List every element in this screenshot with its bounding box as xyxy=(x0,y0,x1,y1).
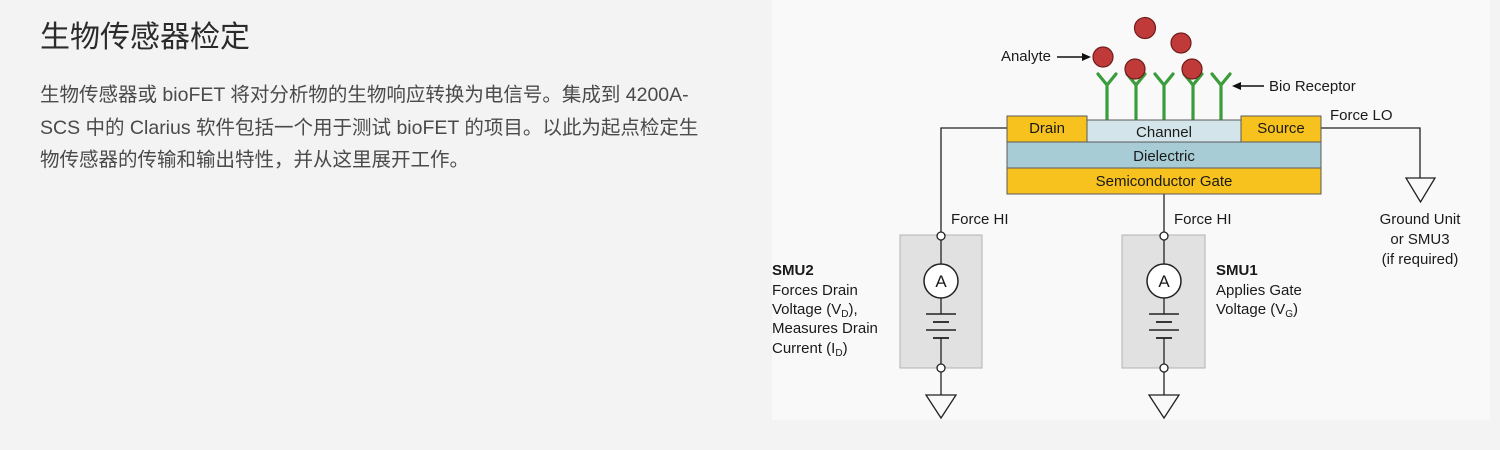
smu2-voltage-subscript: D xyxy=(841,309,848,320)
smu2-circuit xyxy=(924,240,958,420)
drain-region xyxy=(1006,115,1088,143)
bio-receptor-arrow-head xyxy=(1232,82,1241,90)
smu1-unit: A xyxy=(1121,231,1206,420)
gate-force-hi-label: Force HI xyxy=(1174,211,1232,228)
smu2-description: Voltage (VD), xyxy=(772,301,858,320)
smu2-description: Forces Drain xyxy=(772,282,858,299)
source-label: Source xyxy=(1257,120,1305,137)
smu2-name: SMU2 xyxy=(772,262,814,279)
drain-force-hi-label: Force HI xyxy=(951,211,1009,228)
smu2-low-terminal xyxy=(936,363,946,373)
smu2-current-tail: ) xyxy=(843,340,848,357)
dielectric-label: Dielectric xyxy=(1133,148,1195,165)
analyte-arrow xyxy=(1057,53,1091,61)
smu1-name: SMU1 xyxy=(1216,262,1258,279)
smu2-ground-symbol xyxy=(924,394,958,420)
smu2-current-subscript: D xyxy=(835,348,842,359)
description-line: SCS 中的 Clarius 软件包括一个用于测试 bioFET 的项目。以此为… xyxy=(40,116,699,139)
channel-label: Channel xyxy=(1136,124,1192,141)
smu2-current-text: Current (I xyxy=(772,340,835,357)
bio-receptor xyxy=(1153,72,1175,122)
smu1-voltage-text: Voltage (V xyxy=(1216,301,1285,318)
ground-unit-label: or SMU3 xyxy=(1390,231,1449,248)
drain-wire xyxy=(940,127,1007,232)
section-title: 生物传感器检定 xyxy=(40,21,250,54)
smu2-force-terminal xyxy=(936,231,946,241)
smu1-description: Applies Gate xyxy=(1216,282,1302,299)
bio-receptor-label: Bio Receptor xyxy=(1269,78,1356,95)
smu1-ammeter-label: A xyxy=(1158,272,1170,291)
smu2-voltage-text: Voltage (V xyxy=(772,301,841,318)
smu1-ground-symbol xyxy=(1147,394,1181,420)
ground-symbol xyxy=(1404,177,1437,204)
bio-receptor xyxy=(1210,72,1232,122)
smu1-force-terminal xyxy=(1159,231,1169,241)
dielectric-layer xyxy=(1006,141,1322,169)
section-description: 生物传感器或 bioFET 将对分析物的生物响应转换为电信号。集成到 4200A… xyxy=(40,79,698,177)
smu2-voltage-tail: ), xyxy=(848,301,857,318)
smu2-ammeter-symbol xyxy=(923,263,959,299)
ground-unit-label: Ground Unit xyxy=(1380,211,1462,228)
smu1-voltage-tail: ) xyxy=(1293,301,1298,318)
force-lo-label: Force LO xyxy=(1330,107,1393,124)
smu1-voltage-subscript: G xyxy=(1285,309,1293,320)
analyte-molecule xyxy=(1092,46,1114,68)
analyte-molecule xyxy=(1170,32,1192,54)
smu1-low-terminal xyxy=(1159,363,1169,373)
analyte-molecule xyxy=(1124,58,1146,80)
description-line: 物传感器的传输和输出特性，并从这里展开工作。 xyxy=(40,149,470,171)
source-wire xyxy=(1321,127,1421,178)
semiconductor-gate-layer xyxy=(1006,167,1322,195)
ground-unit-label: (if required) xyxy=(1382,251,1459,268)
wiring xyxy=(940,127,1421,232)
smu2-ammeter-label: A xyxy=(935,272,947,291)
smu2-description: Current (ID) xyxy=(772,340,848,359)
smu1-description: Voltage (VG) xyxy=(1216,301,1298,320)
analyte-molecules xyxy=(1092,16,1203,80)
semiconductor-gate-label: Semiconductor Gate xyxy=(1096,173,1233,190)
smu1-ammeter-symbol xyxy=(1146,263,1182,299)
analyte-molecule xyxy=(1133,16,1157,40)
smu2-description: Measures Drain xyxy=(772,320,878,337)
smu2-unit: A xyxy=(899,231,983,420)
description-line: 生物传感器或 bioFET 将对分析物的生物响应转换为电信号。集成到 4200A… xyxy=(40,84,689,106)
bio-receptor xyxy=(1096,72,1118,122)
biofet-device xyxy=(1006,115,1322,195)
drain-label: Drain xyxy=(1029,120,1065,137)
smu1-circuit xyxy=(1147,240,1181,420)
biofet-test-diagram: Analyte Bio Receptor xyxy=(772,0,1490,420)
analyte-molecule xyxy=(1181,58,1203,80)
analyte-label: Analyte xyxy=(1001,48,1051,65)
analyte-arrow-head xyxy=(1082,53,1091,61)
bio-receptor-arrow xyxy=(1232,82,1264,90)
